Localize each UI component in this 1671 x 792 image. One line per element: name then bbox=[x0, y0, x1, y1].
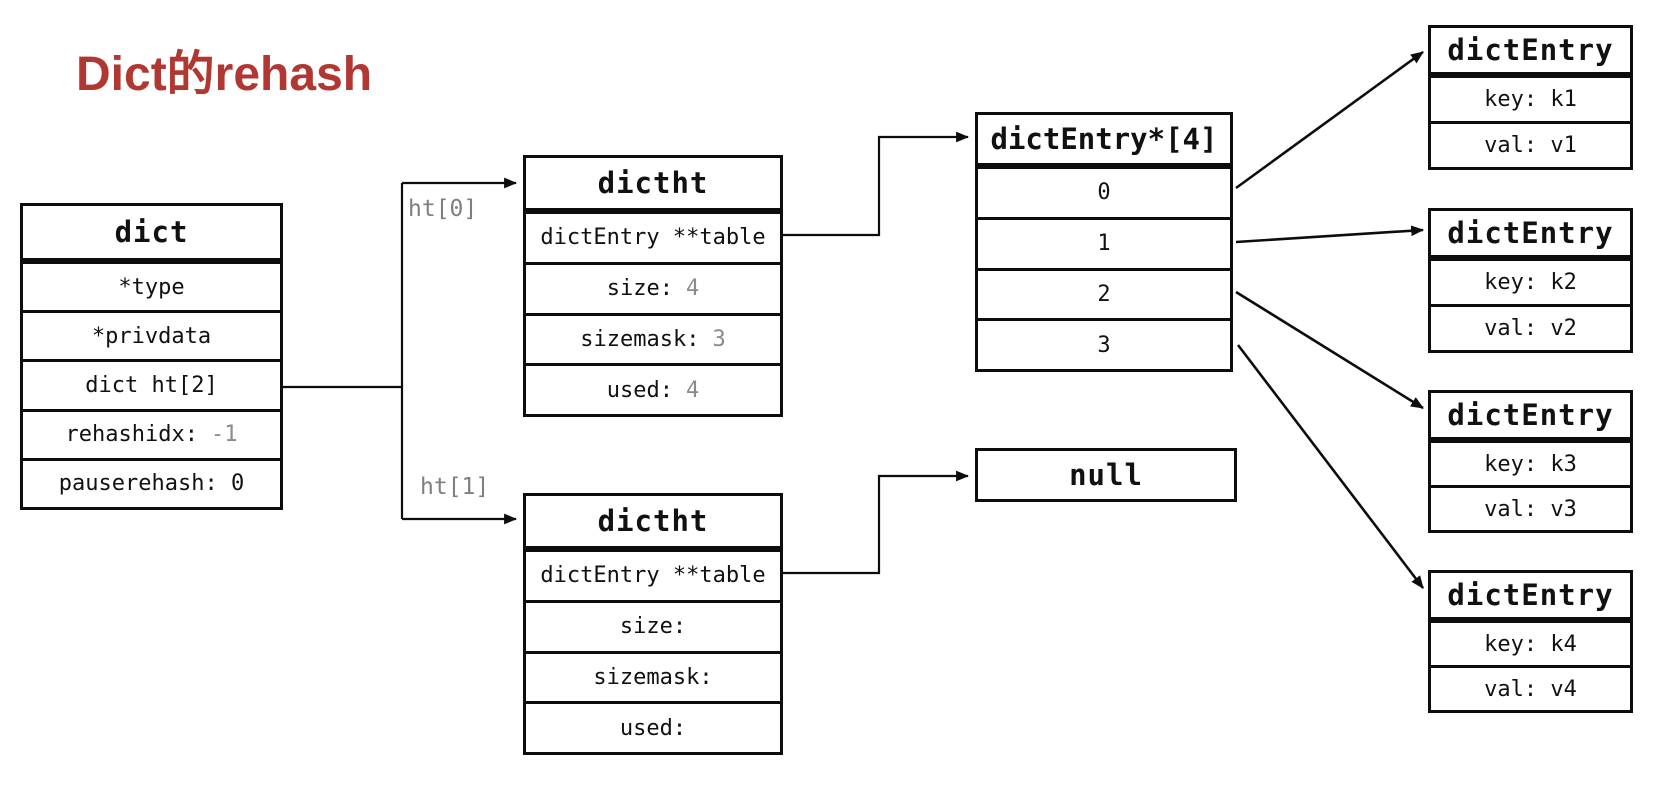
field-value: 3 bbox=[712, 326, 726, 352]
field-label: *type bbox=[118, 274, 185, 300]
field-label: *privdata bbox=[91, 323, 212, 349]
dictht1-title: dictht bbox=[526, 496, 780, 552]
dict-struct-title: dict bbox=[23, 206, 280, 264]
field-label: sizemask: bbox=[593, 664, 713, 690]
wire-slot2-to-entry3 bbox=[1235, 290, 1424, 410]
field-value: -1 bbox=[210, 422, 238, 448]
field-label: used: bbox=[619, 715, 687, 741]
dict-entry-box-2: dictEntry key: k2 val: v2 bbox=[1428, 208, 1633, 353]
field-label: size: bbox=[606, 276, 673, 302]
field-value: 4 bbox=[685, 377, 700, 403]
dict-field-rehashidx: rehashidx: -1 bbox=[23, 408, 280, 458]
dict-entry-title: dictEntry bbox=[1431, 28, 1630, 78]
dict-field-pauserehash: pauserehash: 0 bbox=[23, 457, 280, 507]
dictht0-field-table: dictEntry **table bbox=[526, 214, 780, 262]
field-label: size: bbox=[619, 614, 687, 640]
entry-val: val: v4 bbox=[1484, 676, 1577, 702]
dict-field-ht-array: dict ht[2] bbox=[23, 359, 280, 408]
entry-val: val: v3 bbox=[1484, 496, 1577, 522]
wire-slot0-to-entry1 bbox=[1235, 50, 1424, 190]
entry-key: key: k1 bbox=[1484, 87, 1577, 112]
entry-key-row: key: k2 bbox=[1431, 261, 1630, 304]
entry-key: key: k2 bbox=[1484, 270, 1577, 295]
dictht1-field-sizemask: sizemask: bbox=[526, 650, 780, 702]
dict-entry-title: dictEntry bbox=[1431, 393, 1630, 443]
dictht0-field-size: size: 4 bbox=[526, 261, 780, 313]
dict-field-privdata: *privdata bbox=[23, 310, 280, 359]
slot-index: 0 bbox=[1097, 180, 1111, 206]
entry-val-row: val: v3 bbox=[1431, 485, 1630, 530]
dictht1-box: dictht dictEntry **table size: sizemask:… bbox=[523, 493, 783, 755]
dict-entry-box-4: dictEntry key: k4 val: v4 bbox=[1428, 570, 1633, 713]
dict-entry-title: dictEntry bbox=[1431, 573, 1630, 623]
entry-key-row: key: k3 bbox=[1431, 443, 1630, 485]
slot-index: 2 bbox=[1097, 281, 1111, 307]
entry-array-title: dictEntry*[4] bbox=[978, 115, 1230, 169]
dictht0-field-sizemask: sizemask: 3 bbox=[526, 312, 780, 364]
wire-table1-to-null bbox=[783, 470, 970, 575]
dict-entry-box-3: dictEntry key: k3 val: v3 bbox=[1428, 390, 1633, 533]
slot-index: 1 bbox=[1097, 231, 1111, 257]
field-label: rehashidx: bbox=[65, 422, 198, 448]
field-label: dict ht[2] bbox=[85, 373, 218, 398]
page-title: Dict的rehash bbox=[76, 48, 373, 101]
null-box: null bbox=[975, 448, 1237, 502]
null-label: null bbox=[1069, 458, 1143, 492]
field-label: dictEntry **table bbox=[540, 225, 766, 251]
wire-slot3-to-entry4 bbox=[1236, 344, 1425, 589]
entry-array-slot-1: 1 bbox=[978, 216, 1230, 268]
dict-field-type: *type bbox=[23, 264, 280, 310]
dict-entry-box-1: dictEntry key: k1 val: v1 bbox=[1428, 25, 1633, 170]
entry-array-slot-2: 2 bbox=[978, 267, 1230, 319]
field-label: used: bbox=[606, 377, 673, 403]
entry-array-slot-0: 0 bbox=[978, 169, 1230, 217]
entry-val-row: val: v4 bbox=[1431, 665, 1630, 710]
dict-struct-box: dict *type *privdata dict ht[2] rehashid… bbox=[20, 203, 283, 510]
entry-val-row: val: v1 bbox=[1431, 121, 1630, 167]
entry-key: key: k4 bbox=[1484, 631, 1577, 657]
slot-index: 3 bbox=[1097, 332, 1111, 358]
wire-slot1-to-entry2 bbox=[1235, 225, 1425, 244]
entry-val: val: v1 bbox=[1484, 133, 1577, 158]
dictht1-field-table: dictEntry **table bbox=[526, 552, 780, 600]
dictht1-field-size: size: bbox=[526, 599, 780, 651]
dictht0-box: dictht dictEntry **table size: 4 sizemask… bbox=[523, 155, 783, 417]
dictht0-field-used: used: 4 bbox=[526, 363, 780, 414]
field-label: pauserehash: 0 bbox=[58, 471, 245, 497]
entry-key: key: k3 bbox=[1484, 451, 1577, 477]
entry-array-slot-3: 3 bbox=[978, 318, 1230, 369]
entry-key-row: key: k4 bbox=[1431, 623, 1630, 665]
entry-key-row: key: k1 bbox=[1431, 78, 1630, 121]
entry-val-row: val: v2 bbox=[1431, 304, 1630, 350]
dictht0-title: dictht bbox=[526, 158, 780, 214]
field-label: dictEntry **table bbox=[540, 563, 766, 589]
wire-table0-to-entry-array bbox=[783, 131, 970, 237]
pointer-label-ht1: ht[1] bbox=[420, 474, 490, 500]
entry-array-box: dictEntry*[4] 0 1 2 3 bbox=[975, 112, 1233, 372]
field-value: 4 bbox=[685, 276, 700, 302]
field-label: sizemask: bbox=[580, 326, 700, 352]
dictht1-field-used: used: bbox=[526, 701, 780, 752]
dict-entry-title: dictEntry bbox=[1431, 211, 1630, 261]
pointer-label-ht0: ht[0] bbox=[408, 196, 478, 222]
entry-val: val: v2 bbox=[1484, 316, 1577, 341]
